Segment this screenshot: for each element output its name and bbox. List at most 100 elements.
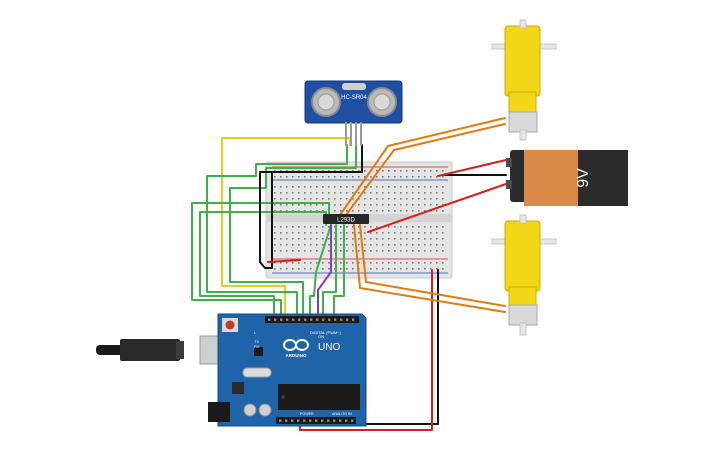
header-pin[interactable] bbox=[315, 419, 318, 422]
header-pin[interactable] bbox=[274, 318, 277, 321]
breadboard-hole bbox=[376, 198, 378, 200]
breadboard-hole bbox=[406, 262, 408, 264]
breadboard-hole bbox=[394, 176, 396, 178]
breadboard-hole bbox=[304, 170, 306, 172]
header-pin[interactable] bbox=[322, 318, 325, 321]
header-pin[interactable] bbox=[297, 419, 300, 422]
wire-orange-3 bbox=[353, 224, 506, 313]
breadboard-hole bbox=[292, 204, 294, 206]
breadboard-hole bbox=[370, 176, 372, 178]
breadboard-hole bbox=[424, 244, 426, 246]
header-pin[interactable] bbox=[346, 318, 349, 321]
header-pin[interactable] bbox=[327, 419, 330, 422]
breadboard-hole bbox=[316, 226, 318, 228]
breadboard-hole bbox=[364, 176, 366, 178]
breadboard-hole bbox=[442, 210, 444, 212]
breadboard-hole bbox=[328, 192, 330, 194]
breadboard-hole bbox=[424, 210, 426, 212]
breadboard-hole bbox=[412, 170, 414, 172]
breadboard-hole bbox=[394, 262, 396, 264]
header-pin[interactable] bbox=[285, 419, 288, 422]
reset-button[interactable] bbox=[225, 320, 235, 330]
breadboard-hole bbox=[388, 250, 390, 252]
breadboard-hole bbox=[364, 186, 366, 188]
breadboard-hole bbox=[310, 210, 312, 212]
breadboard-hole bbox=[352, 170, 354, 172]
breadboard-hole bbox=[352, 250, 354, 252]
breadboard-hole bbox=[292, 268, 294, 270]
atmega-chip bbox=[278, 384, 360, 410]
breadboard-hole bbox=[364, 226, 366, 228]
dc-motor-bottom[interactable] bbox=[491, 214, 557, 336]
header-pin[interactable] bbox=[309, 419, 312, 422]
breadboard-hole bbox=[394, 204, 396, 206]
header-pin[interactable] bbox=[304, 318, 307, 321]
header-pin[interactable] bbox=[268, 318, 271, 321]
breadboard-hole bbox=[280, 204, 282, 206]
header-pin[interactable] bbox=[352, 318, 355, 321]
breadboard-hole bbox=[280, 226, 282, 228]
header-pin[interactable] bbox=[340, 318, 343, 321]
breadboard-hole bbox=[274, 192, 276, 194]
breadboard-hole bbox=[322, 204, 324, 206]
breadboard-hole bbox=[286, 186, 288, 188]
l293d-chip[interactable]: L293D bbox=[323, 214, 369, 224]
header-pin[interactable] bbox=[279, 419, 282, 422]
ultrasonic-sensor[interactable]: HC-SR04 bbox=[304, 80, 403, 146]
header-pin[interactable] bbox=[303, 419, 306, 422]
breadboard-hole bbox=[340, 186, 342, 188]
header-pin[interactable] bbox=[321, 419, 324, 422]
breadboard-hole bbox=[376, 210, 378, 212]
breadboard-hole bbox=[298, 176, 300, 178]
usb-plug bbox=[120, 339, 180, 361]
header-pin[interactable] bbox=[334, 318, 337, 321]
breadboard-hole bbox=[388, 186, 390, 188]
breadboard-hole bbox=[334, 268, 336, 270]
breadboard-hole bbox=[442, 198, 444, 200]
breadboard-hole bbox=[430, 238, 432, 240]
header-pin[interactable] bbox=[298, 318, 301, 321]
breadboard-hole bbox=[292, 192, 294, 194]
header-pin[interactable] bbox=[310, 318, 313, 321]
breadboard-hole bbox=[370, 262, 372, 264]
arduino-uno[interactable]: DIGITAL (PWM~) L TX RX ON ARDUINO UNO PO… bbox=[96, 313, 367, 427]
breadboard-hole bbox=[376, 250, 378, 252]
breadboard-hole bbox=[412, 232, 414, 234]
battery-9v[interactable]: 9V bbox=[506, 150, 628, 206]
breadboard-hole bbox=[376, 192, 378, 194]
breadboard-hole bbox=[376, 176, 378, 178]
dc-motor-top[interactable] bbox=[491, 19, 557, 141]
breadboard-hole bbox=[352, 226, 354, 228]
breadboard-hole bbox=[370, 268, 372, 270]
breadboard-hole bbox=[400, 192, 402, 194]
header-pin[interactable] bbox=[280, 318, 283, 321]
header-pin[interactable] bbox=[328, 318, 331, 321]
breadboard-hole bbox=[292, 238, 294, 240]
header-pin[interactable] bbox=[292, 318, 295, 321]
breadboard-hole bbox=[316, 238, 318, 240]
header-pin[interactable] bbox=[345, 419, 348, 422]
header-pin[interactable] bbox=[291, 419, 294, 422]
breadboard-hole bbox=[280, 250, 282, 252]
breadboard-hole bbox=[304, 204, 306, 206]
breadboard-hole bbox=[370, 192, 372, 194]
breadboard-hole bbox=[316, 210, 318, 212]
breadboard-hole bbox=[358, 262, 360, 264]
breadboard-hole bbox=[352, 238, 354, 240]
header-pin[interactable] bbox=[333, 419, 336, 422]
breadboard-hole bbox=[310, 226, 312, 228]
breadboard-hole bbox=[412, 250, 414, 252]
header-pin[interactable] bbox=[339, 419, 342, 422]
breadboard-hole bbox=[400, 176, 402, 178]
header-pin[interactable] bbox=[286, 318, 289, 321]
header-pin[interactable] bbox=[316, 318, 319, 321]
breadboard-hole bbox=[424, 192, 426, 194]
breadboard-hole bbox=[412, 210, 414, 212]
breadboard-hole bbox=[328, 198, 330, 200]
breadboard-hole bbox=[346, 232, 348, 234]
breadboard-hole bbox=[304, 232, 306, 234]
breadboard-hole bbox=[280, 232, 282, 234]
header-pin[interactable] bbox=[351, 419, 354, 422]
breadboard-hole bbox=[418, 226, 420, 228]
